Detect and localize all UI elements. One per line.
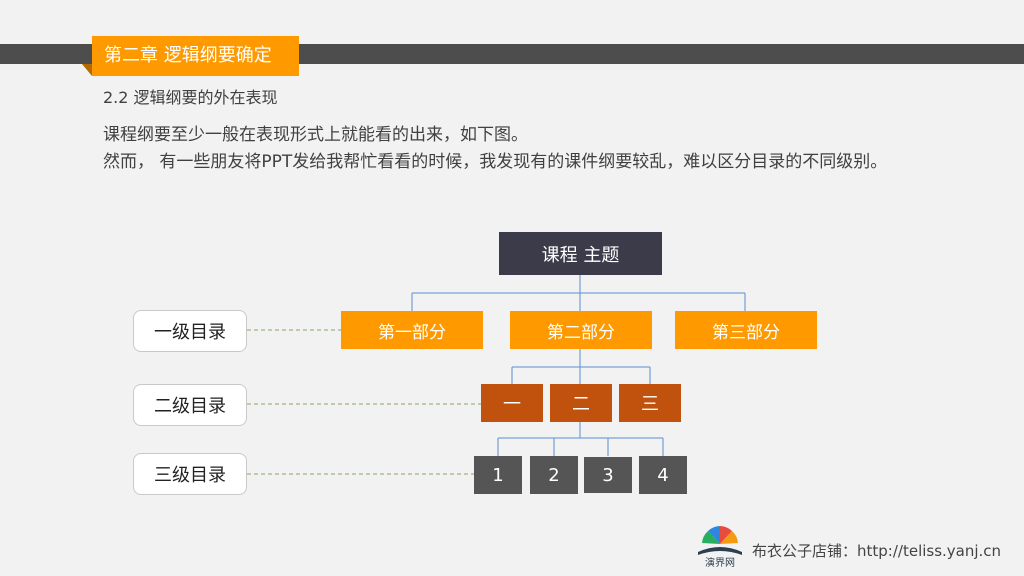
level3-node: 1: [474, 456, 522, 494]
level3-node: 4: [639, 456, 687, 494]
level1-node: 第三部分: [675, 311, 817, 349]
level-label-first: 一级目录: [133, 310, 247, 352]
svg-text:演界网: 演界网: [705, 556, 735, 569]
chapter-title: 第二章 逻辑纲要确定: [92, 36, 299, 76]
tree-root-node: 课程 主题: [499, 232, 662, 275]
level1-node: 第二部分: [510, 311, 652, 349]
level2-node: 三: [619, 384, 681, 422]
brand-logo: 演界网: [694, 522, 746, 570]
tab-fold: [82, 64, 92, 76]
intro-line-1: 课程纲要至少一般在表现形式上就能看的出来，如下图。: [103, 125, 528, 145]
brand-logo-mark: 演界网: [698, 526, 742, 569]
level3-node: 2: [530, 456, 578, 494]
level1-node: 第一部分: [341, 311, 483, 349]
intro-text: 课程纲要至少一般在表现形式上就能看的出来，如下图。 然而， 有一些朋友将PPT发…: [103, 122, 887, 176]
footer-shop-link[interactable]: 布衣公子店铺：http://teliss.yanj.cn: [752, 542, 1002, 560]
level-label-third: 三级目录: [133, 453, 247, 495]
level2-node: 二: [550, 384, 612, 422]
level-label-second: 二级目录: [133, 384, 247, 426]
section-title: 2.2 逻辑纲要的外在表现: [103, 88, 278, 107]
level3-node: 3: [584, 457, 632, 493]
intro-line-2: 然而， 有一些朋友将PPT发给我帮忙看看的时候，我发现有的课件纲要较乱，难以区分…: [103, 152, 888, 172]
level2-node: 一: [481, 384, 543, 422]
